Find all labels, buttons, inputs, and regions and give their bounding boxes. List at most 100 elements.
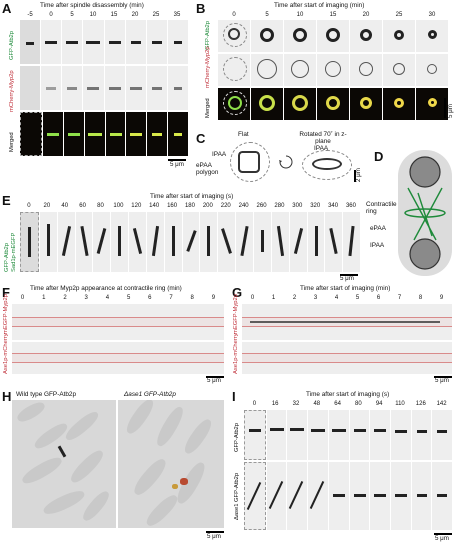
micrograph	[167, 66, 188, 110]
panel-e: E Time after start of imaging (s) 0 20 4…	[0, 192, 362, 282]
panel-title: Time after start of imaging (s)	[306, 391, 390, 398]
panel-i: I Time after start of imaging (s) 0 16 3…	[230, 388, 456, 550]
rotate-arrow-icon	[279, 155, 293, 169]
micrograph	[20, 66, 41, 110]
row-label: GFP-Atb2p	[9, 31, 15, 60]
scale-label: 5 μm	[207, 533, 221, 540]
panel-g: G Time after start of imaging (min) 0 1 …	[230, 284, 456, 384]
scale-bar	[434, 533, 452, 535]
image-strip	[218, 88, 448, 120]
micrograph	[416, 54, 448, 86]
tick-label: 2	[292, 295, 297, 301]
image-row	[242, 304, 452, 340]
scale-bar	[206, 531, 224, 533]
epaa-polygon	[238, 151, 260, 173]
cell-schematic	[398, 150, 452, 276]
tick-row: 0 20 40 60 80 100 120 140 160 180 200 22…	[20, 203, 360, 209]
panel-a: A Time after spindle disassembly (min) -…	[0, 0, 192, 170]
scale-bar	[354, 170, 356, 182]
image-strip	[218, 54, 448, 86]
tick-label: 60	[79, 203, 86, 209]
tick-label: 40	[61, 203, 69, 209]
wild-type-label: Wild type GFP-Atb2p	[16, 391, 77, 398]
panel-label: H	[2, 389, 12, 404]
micrograph	[200, 212, 218, 272]
row-label: Merged	[205, 98, 211, 118]
tick-label: 32	[292, 401, 300, 407]
micrograph	[125, 20, 146, 64]
tick-label: 15	[110, 12, 118, 18]
row-label: Sad1p-mEGFP	[11, 232, 17, 272]
micrograph	[251, 20, 283, 52]
tick-label: 80	[355, 401, 362, 407]
tick-label: 180	[184, 203, 195, 209]
tick-label: 0	[250, 295, 255, 301]
micrograph	[349, 410, 370, 460]
micrograph	[370, 410, 390, 460]
epaa-label: ePAA polygon	[196, 162, 219, 177]
tick-label: 110	[395, 401, 405, 407]
tick-label: 7	[397, 295, 402, 301]
micrograph	[390, 410, 411, 460]
micrograph	[83, 66, 104, 110]
micrograph	[328, 462, 349, 530]
tick-label: 3	[84, 295, 88, 301]
tick-label: 2	[63, 295, 67, 301]
micrograph	[63, 112, 84, 156]
micrograph	[125, 66, 146, 110]
micrograph	[218, 20, 250, 52]
panel-title: Time after spindle disassembly (min)	[40, 2, 144, 9]
ring-band	[12, 317, 224, 327]
row-label: GFP-Atb2p	[234, 423, 240, 452]
micrograph	[129, 212, 146, 272]
micrograph	[432, 410, 453, 460]
panel-title: Time after start of imaging (min)	[300, 285, 391, 292]
micrograph	[147, 112, 168, 156]
scale-label: 5 μm	[340, 275, 354, 282]
micrograph	[343, 212, 361, 272]
tick-label: 360	[345, 203, 356, 209]
micrograph	[41, 20, 62, 64]
micrograph	[126, 112, 147, 156]
micrograph	[93, 212, 111, 272]
micrograph	[105, 112, 126, 156]
scale-bar	[444, 98, 446, 118]
rotated-ring	[312, 158, 342, 170]
image-strip	[218, 20, 448, 52]
micrograph	[218, 88, 250, 120]
image-row	[12, 304, 224, 340]
micrograph-mutant	[118, 400, 224, 528]
panel-title: Time after start of imaging (min)	[274, 2, 365, 9]
tick-label: 25	[152, 12, 160, 18]
rotated-label: Rotated 70˚ in z-plane	[299, 131, 347, 145]
tick-label: 30	[428, 12, 436, 18]
micrograph	[416, 20, 448, 52]
scale-label: 5 μm	[207, 377, 221, 384]
tick-label: 240	[238, 203, 249, 209]
tick-label: 3	[313, 295, 318, 301]
micrograph	[284, 20, 316, 52]
micrograph	[317, 88, 349, 120]
scale-bar	[168, 159, 186, 161]
row-label: mCherry-Myp2p	[9, 70, 15, 112]
ipaa-label: IPAA	[370, 242, 385, 249]
tick-label: 20	[131, 12, 139, 18]
scale-label: 5 μm	[435, 535, 449, 542]
tick-label: 142	[436, 401, 447, 407]
micrograph	[411, 410, 432, 460]
tick-label: 0	[232, 12, 236, 18]
row-label: Merged	[9, 132, 15, 152]
tick-label: 10	[89, 12, 97, 18]
flat-label: Flat	[238, 131, 249, 138]
tick-row: 0 1 2 3 4 5 6 7 8 9	[12, 295, 224, 301]
tick-label: 200	[202, 203, 213, 209]
tick-label: 94	[375, 401, 383, 407]
micrograph	[287, 410, 308, 460]
tick-row: 0 16 32 48 64 80 94 110 126 142	[244, 401, 452, 407]
micrograph	[317, 54, 349, 86]
tick-label: 320	[310, 203, 321, 209]
micrograph	[308, 410, 328, 460]
micrograph	[284, 88, 316, 120]
micrograph	[266, 410, 287, 460]
panel-label: I	[232, 389, 236, 404]
